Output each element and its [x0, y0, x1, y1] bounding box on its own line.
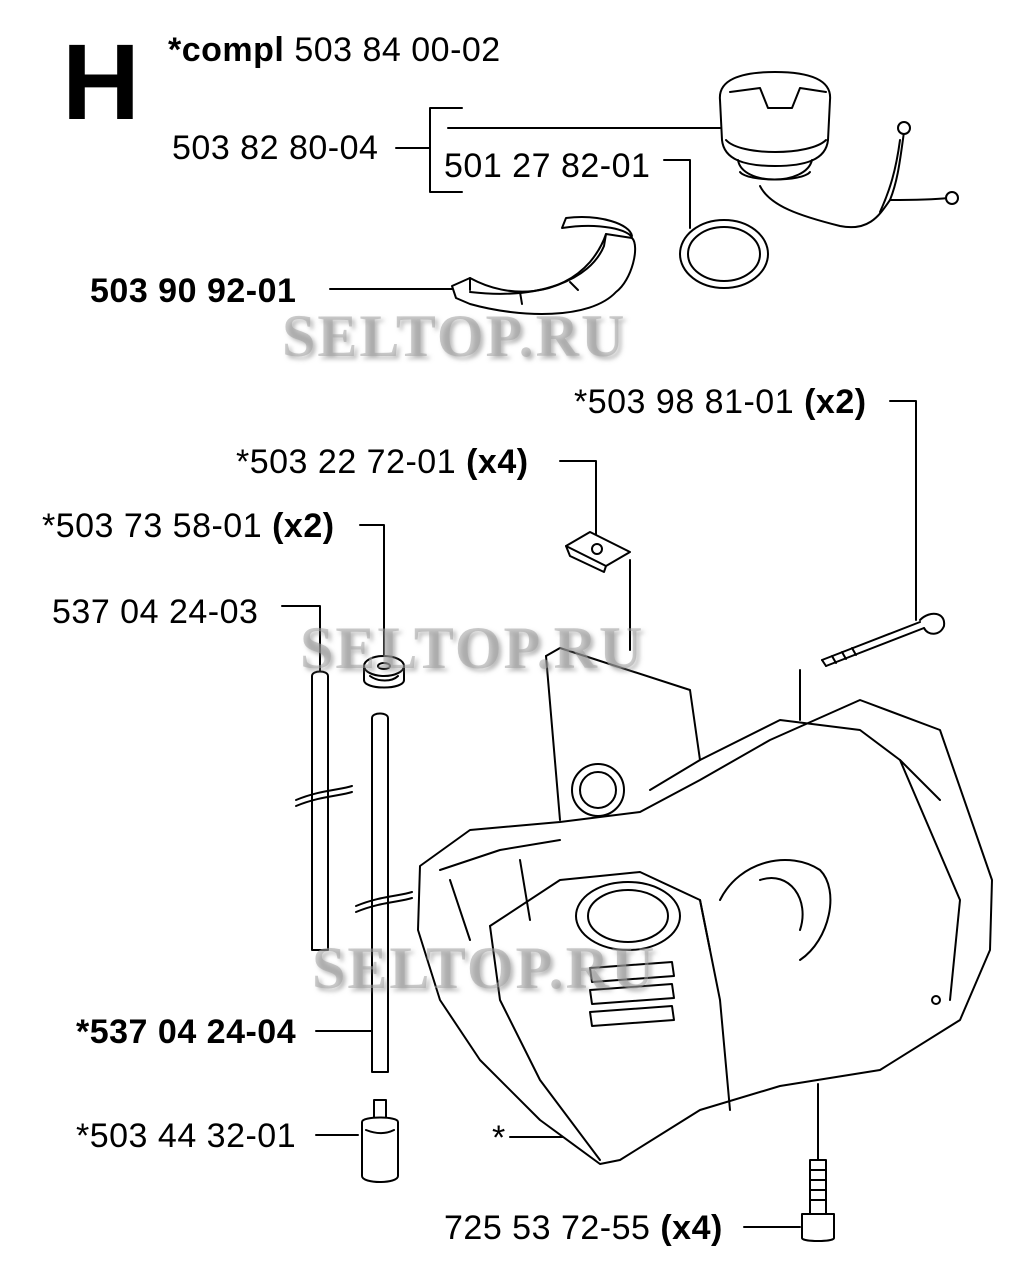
grommet-qty: (x2) [272, 507, 335, 545]
fuel-tank [417, 647, 993, 1165]
watermark: SELTOP.RU [300, 615, 645, 681]
screw-long-qty: (x2) [804, 383, 867, 421]
header-compl-label: *compl 503 84 00-02 [168, 32, 501, 68]
label-hose-long: *537 04 24-04 [76, 1013, 297, 1051]
screw-bottom-number: 725 53 72-55 [444, 1209, 651, 1247]
label-grommet: *503 73 58-01 (x2) [42, 508, 335, 544]
section-letter: H [62, 21, 140, 142]
watermark: SELTOP.RU [312, 935, 657, 1001]
long-screw [821, 612, 946, 667]
hose-short [295, 670, 353, 951]
label-screw-bottom: 725 53 72-55 (x4) [444, 1210, 723, 1246]
hose-long [355, 712, 413, 1073]
label-cap-oring: 501 27 82-01 [444, 147, 651, 185]
o-ring [679, 219, 769, 289]
label-clip: *503 22 72-01 (x4) [236, 444, 529, 480]
label-screw-long: *503 98 81-01 (x2) [574, 384, 867, 420]
label-filter: *503 44 32-01 [76, 1117, 297, 1155]
label-cap-holder: 503 90 92-01 [90, 272, 297, 310]
label-tank: * [492, 1119, 506, 1157]
clip-number: *503 22 72-01 [236, 443, 457, 481]
fuel-filter [361, 1099, 399, 1183]
header-prefix: *compl [168, 31, 285, 69]
fuel-cap [718, 71, 959, 229]
watermark: SELTOP.RU [282, 303, 627, 369]
grommet [363, 655, 405, 689]
cap-holder [451, 216, 637, 315]
header-number: 503 84 00-02 [294, 31, 501, 69]
screw-bottom-qty: (x4) [660, 1209, 723, 1247]
grommet-number: *503 73 58-01 [42, 507, 263, 545]
label-cap-assembly: 503 82 80-04 [172, 129, 379, 167]
clip [565, 531, 631, 573]
clip-qty: (x4) [466, 443, 529, 481]
label-hose-short: 537 04 24-03 [52, 593, 259, 631]
leader-lines [281, 107, 917, 1228]
screw-long-number: *503 98 81-01 [574, 383, 795, 421]
bottom-screw [801, 1159, 835, 1242]
